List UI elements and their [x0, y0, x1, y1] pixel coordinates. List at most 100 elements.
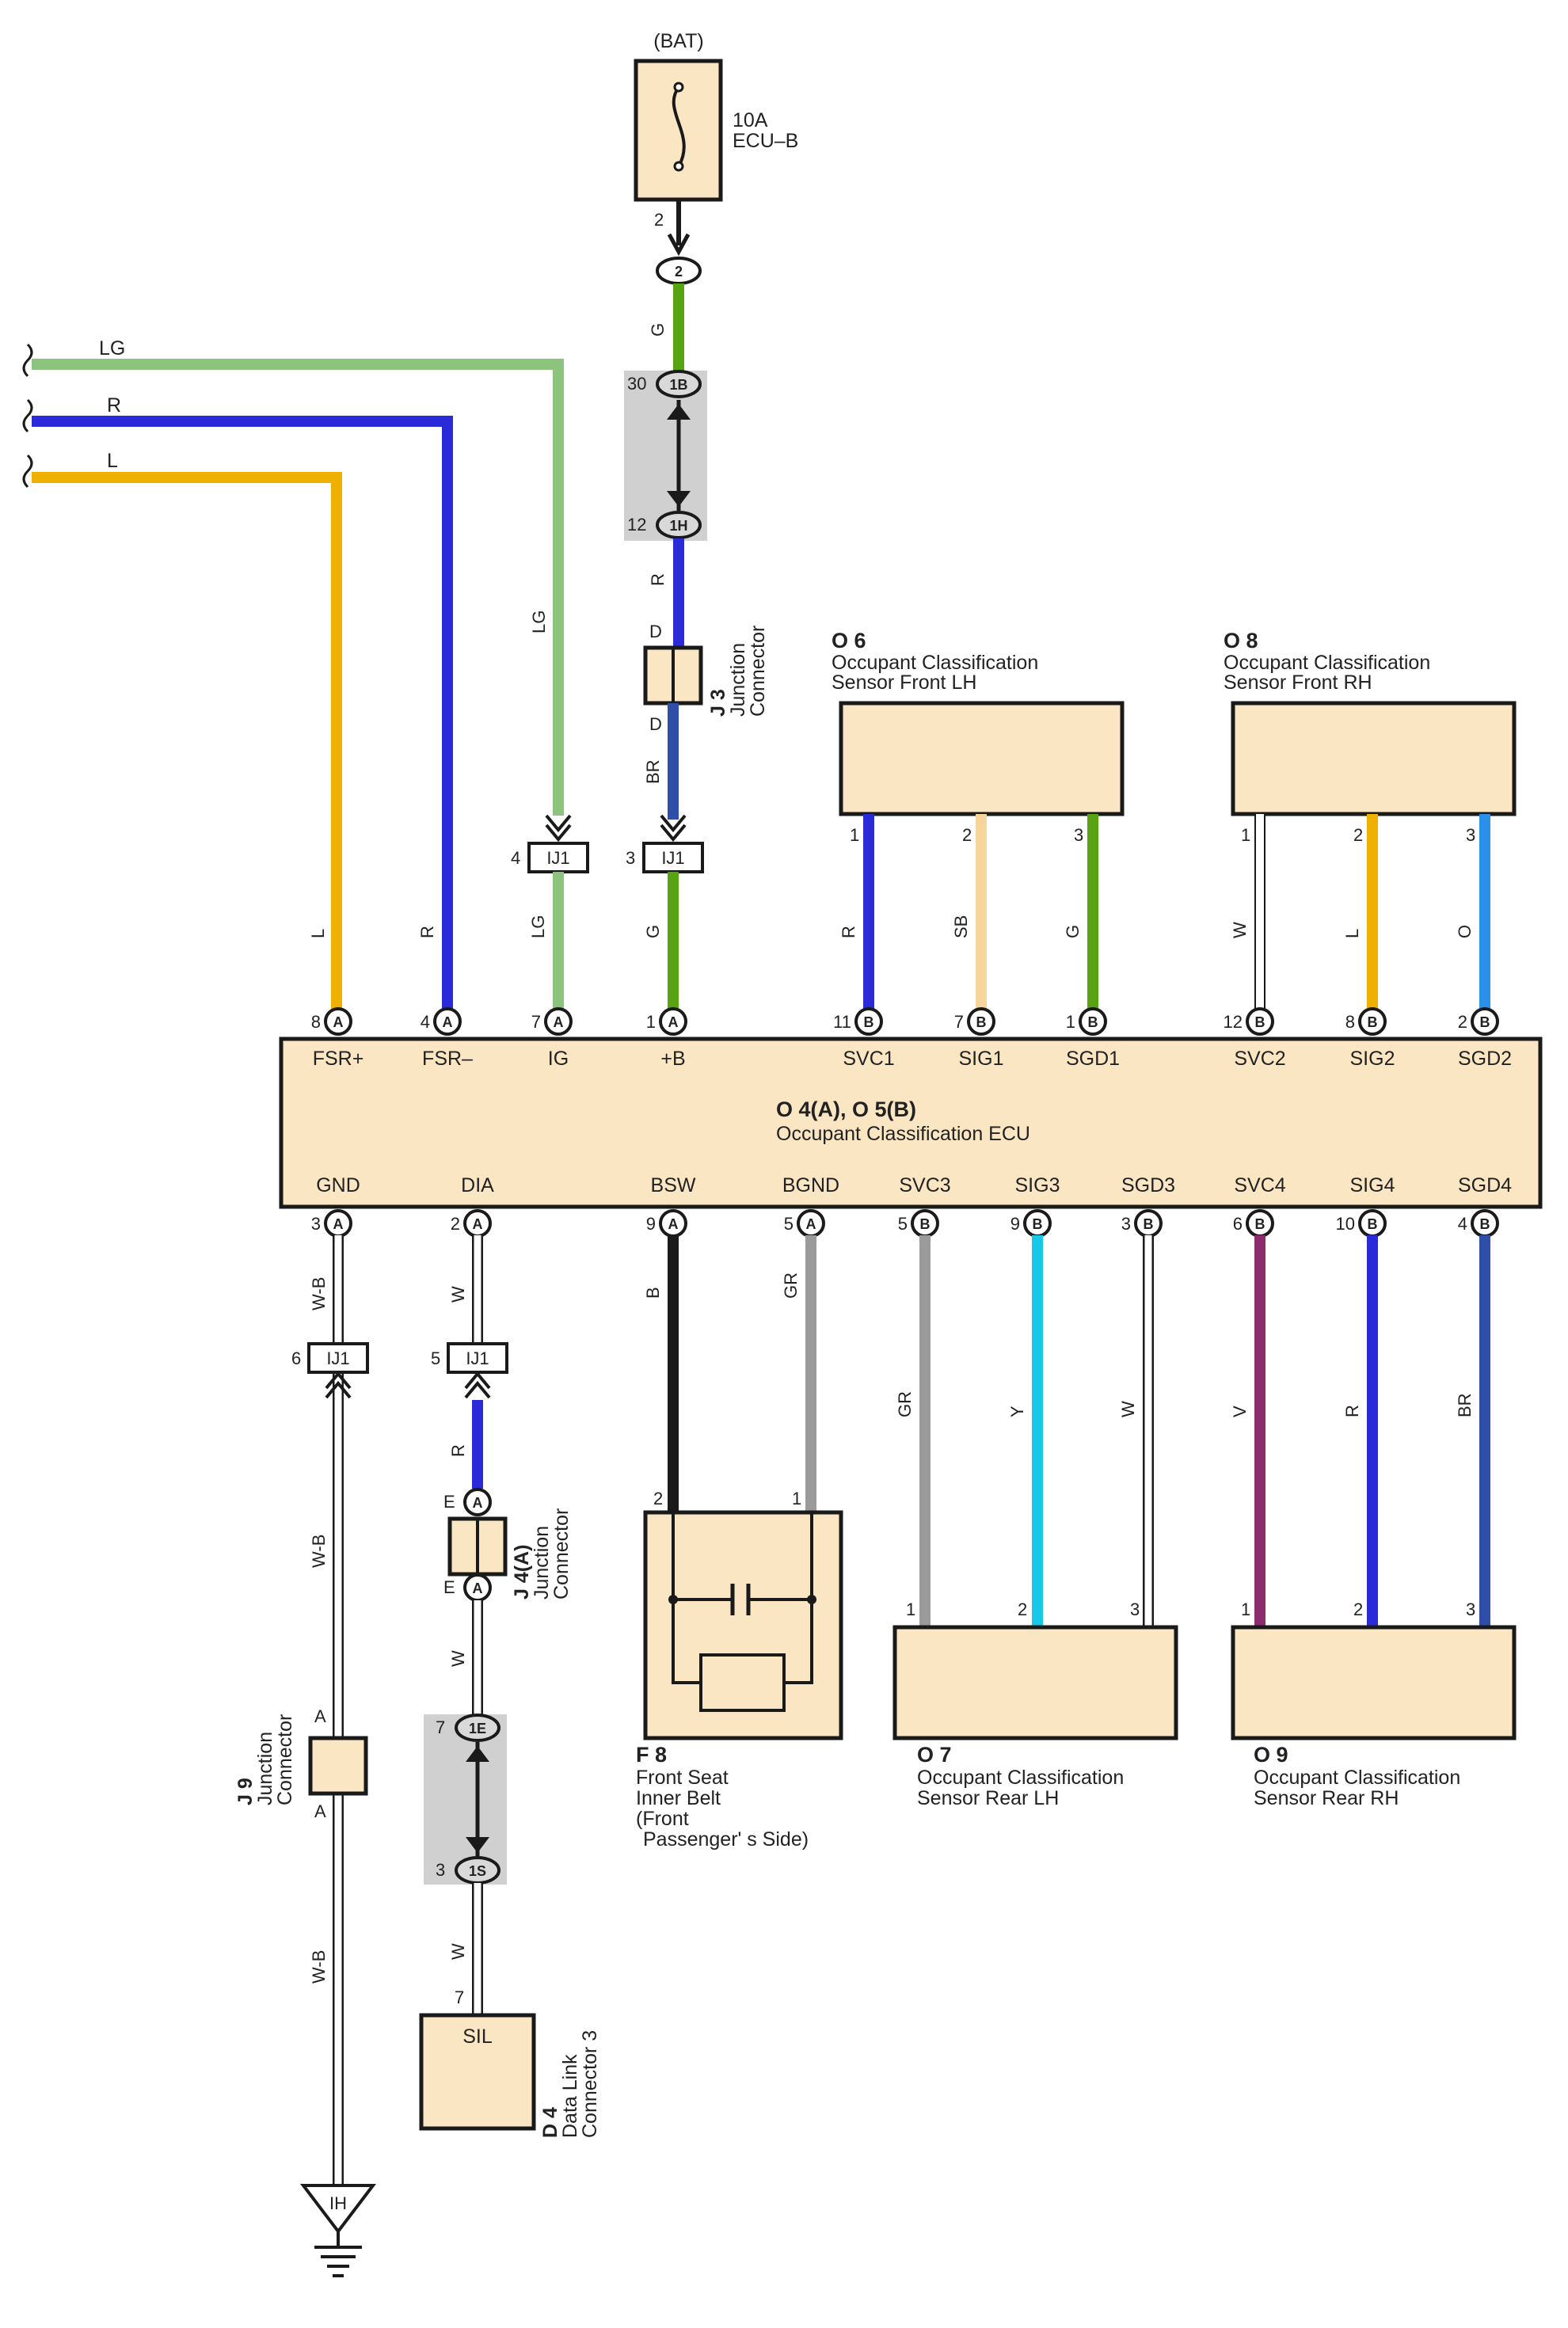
top-wire-label-9: O	[1455, 925, 1475, 938]
j3-name-line1: Junction	[727, 643, 749, 717]
connector-1h	[656, 511, 702, 539]
dia-wire-label-bottom: W	[448, 1943, 468, 1960]
wire-break-icon	[22, 343, 33, 489]
d4-box	[419, 2013, 536, 2131]
ecu-top-pin-circle-9	[1471, 1007, 1499, 1036]
fuse-name: ECU–B	[733, 130, 798, 152]
f8-line4: Passenger' s Side)	[643, 1828, 809, 1851]
top-wire-label-3: G	[643, 925, 663, 938]
ecu-bottom-pin-num-5: 9	[1010, 1214, 1020, 1234]
ij1-left-label: IJ1	[546, 848, 569, 868]
ecu-top-pin-num-4: 11	[833, 1012, 851, 1032]
ecu-top-pin-num-2: 7	[531, 1012, 541, 1032]
junction-1e-1s-bg	[424, 1714, 507, 1885]
ecu-bottom-pin-num-1: 2	[451, 1214, 460, 1234]
bottom-wire-label-6: W	[1118, 1401, 1138, 1417]
o8-box	[1231, 701, 1517, 816]
ecu-bottom-pin-conn-0: A	[333, 1216, 344, 1232]
ecu-bottom-pin-num-6: 3	[1121, 1214, 1131, 1234]
o8-pin-2: 2	[1353, 825, 1363, 845]
ecu-bottom-pin-name-4: SVC3	[899, 1174, 950, 1196]
o7-pin-2: 2	[1018, 1600, 1027, 1619]
ecu-bottom-pin-conn-4: B	[920, 1216, 931, 1232]
ij1-right-arrow-icon	[660, 814, 687, 843]
ecu-bottom-pin-name-6: SGD3	[1121, 1174, 1175, 1196]
fuse-connector-label: 2	[675, 264, 683, 280]
d4-name-line2: Connector 3	[579, 2030, 601, 2138]
o9-pin-1: 1	[1241, 1600, 1250, 1619]
connector-1e-label: 1E	[469, 1721, 486, 1736]
j3-pin-top: D	[649, 622, 662, 641]
ecu-top-pin-circle-6	[1079, 1007, 1107, 1036]
ij1-bottom-right-arrow-icon	[464, 1371, 491, 1399]
ecu-top-pin-conn-0: A	[333, 1014, 344, 1030]
o7-pin-1: 1	[906, 1600, 915, 1619]
connector-1e	[455, 1714, 500, 1742]
ecu-bottom-pin-name-9: SGD4	[1458, 1174, 1512, 1196]
f8-line3: (Front	[636, 1808, 689, 1830]
connector-1s-pin: 3	[436, 1860, 445, 1880]
ecu-top-pin-conn-1: A	[443, 1014, 453, 1030]
ecu-top-pin-name-3: +B	[660, 1048, 685, 1070]
ecu-top-pin-conn-6: B	[1088, 1014, 1098, 1030]
o8-pin-1: 1	[1241, 825, 1250, 845]
ecu-bottom-pin-conn-6: B	[1144, 1216, 1154, 1232]
top-wire-label-7: W	[1230, 922, 1250, 938]
ground-label: IH	[329, 2193, 347, 2213]
j3-name-line2: Connector	[747, 626, 769, 717]
f8-pin-right: 1	[792, 1489, 801, 1508]
arrow-up-icon-2	[466, 1746, 489, 1762]
ecu-bottom-pin-name-0: GND	[316, 1174, 360, 1196]
j9-box	[308, 1736, 368, 1796]
connector-1b-label: 1B	[669, 377, 687, 393]
ecu-bottom-pin-conn-2: A	[668, 1216, 679, 1232]
ecu-top-pin-circle-8	[1358, 1007, 1387, 1036]
ecu-top-pin-conn-8: B	[1368, 1014, 1378, 1030]
ecu-bottom-pin-conn-1: A	[473, 1216, 483, 1232]
ecu-top-pin-name-8: SIG2	[1350, 1048, 1395, 1070]
top-wire-label-0: L	[308, 929, 328, 938]
j4-code: J 4(A)	[511, 1545, 533, 1600]
junction-1b-1h-bg	[624, 371, 707, 541]
f8-pin-left: 2	[653, 1489, 663, 1508]
f8-inner-circuit	[668, 1512, 816, 1712]
wire-l-label: L	[107, 450, 118, 472]
ecu-top-pin-conn-7: B	[1255, 1014, 1265, 1030]
o6-pin-2: 2	[962, 825, 972, 845]
bottom-wire-label-9: BR	[1455, 1393, 1475, 1417]
o7-code: O 7	[917, 1743, 952, 1767]
gnd-wire-label-mid: W-B	[309, 1535, 329, 1568]
j3-code: J 3	[707, 689, 729, 717]
o7-name1: Occupant Classification	[917, 1767, 1124, 1789]
f8-line2: Inner Belt	[636, 1787, 721, 1809]
ij1-right-pin: 3	[626, 848, 635, 868]
j9-pin-bottom: A	[314, 1801, 326, 1821]
j4-top-pin-circle	[463, 1488, 492, 1516]
bottom-wire-label-7: V	[1230, 1406, 1250, 1417]
ecu-bottom-pin-conn-5: B	[1033, 1216, 1043, 1232]
ecu-top-pin-conn-5: B	[976, 1014, 987, 1030]
ecu-top-pin-conn-4: B	[864, 1014, 874, 1030]
arrow-up-icon	[667, 404, 691, 420]
top-wire-label-8: L	[1342, 929, 1362, 938]
wire-lg-label: LG	[99, 337, 125, 359]
o9-name1: Occupant Classification	[1254, 1767, 1460, 1789]
ecu-top-pin-num-5: 7	[954, 1012, 964, 1032]
ecu-top-pin-circle-5	[967, 1007, 995, 1036]
o8-code: O 8	[1224, 629, 1258, 652]
j9-pin-top: A	[314, 1706, 326, 1726]
o8-pin-3: 3	[1466, 825, 1475, 845]
ecu-top-pin-name-9: SGD2	[1458, 1048, 1512, 1070]
f8-code: F 8	[636, 1743, 667, 1767]
ecu-top-pin-num-9: 2	[1458, 1012, 1467, 1032]
ij1-bottom-right-label: IJ1	[466, 1348, 489, 1368]
ecu-bottom-pin-conn-8: B	[1368, 1216, 1378, 1232]
o6-pin-1: 1	[850, 825, 859, 845]
ecu-top-pin-name-6: SGD1	[1066, 1048, 1120, 1070]
d4-pin: 7	[455, 1988, 464, 2007]
wire-label-lg-mid: LG	[529, 611, 549, 633]
ecu-top-pin-name-2: IG	[548, 1048, 569, 1070]
o9-name2: Sensor Rear RH	[1254, 1787, 1399, 1809]
o8-name2: Sensor Front RH	[1224, 671, 1372, 694]
